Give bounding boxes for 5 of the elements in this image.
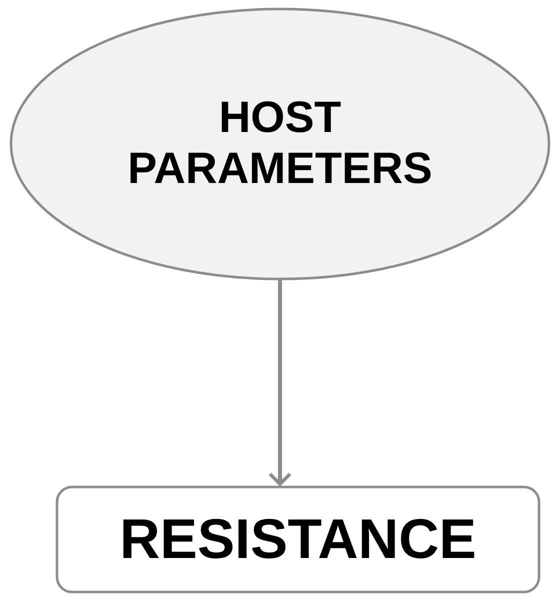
node-label: RESISTANCE — [120, 507, 476, 572]
node-label: HOST PARAMETERS — [126, 93, 434, 195]
arrow — [268, 280, 292, 486]
ellipse-node — [10, 8, 550, 280]
rounded-box — [56, 486, 540, 593]
